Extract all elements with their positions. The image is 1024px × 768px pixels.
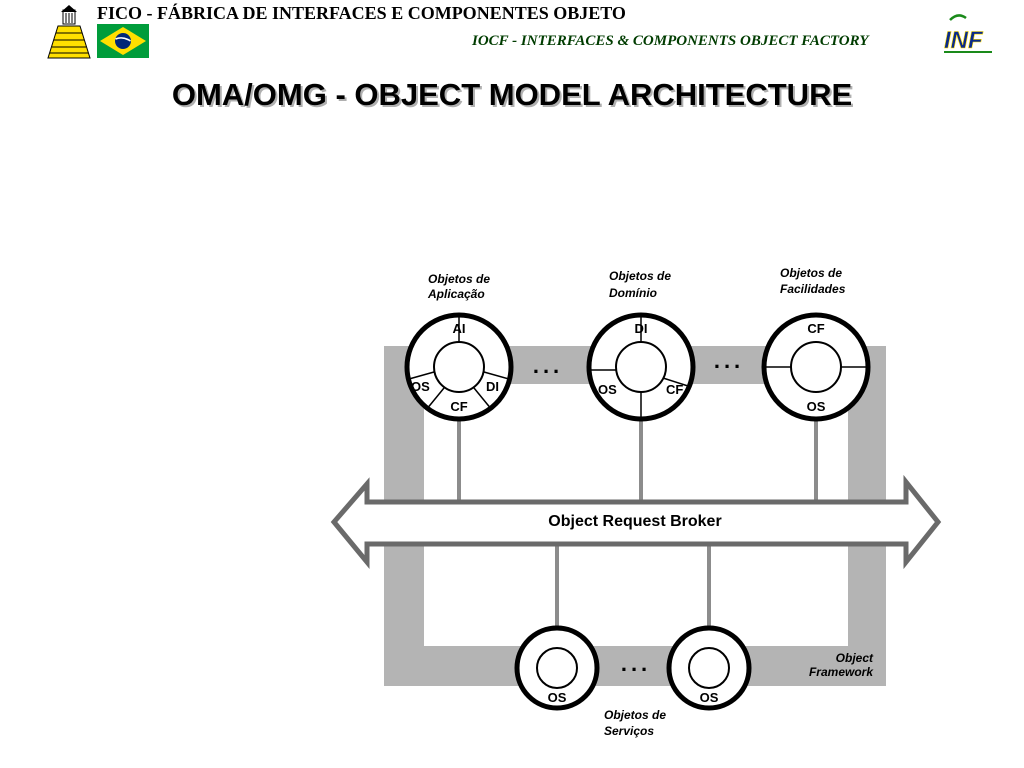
service-objects-caption: Serviços [604,724,654,738]
segment-label-os: OS [807,399,826,414]
ellipsis-top-right: ... [714,348,744,373]
inf-logo-text: INF [944,27,984,54]
orb-label: Object Request Broker [548,513,721,530]
segment-label-os: OS [598,382,617,397]
orb-arrow [330,474,942,570]
domain-objects-node: DI OS CF [586,312,696,422]
header-subtitle: IOCF - INTERFACES & COMPONENTS OBJECT FA… [472,33,869,49]
inf-logo: INF [944,14,992,54]
application-objects-caption: Aplicação [427,287,485,301]
facility-objects-node: CF OS [761,312,871,422]
object-framework-label: Object [836,651,874,665]
segment-label-os: OS [548,690,567,705]
segment-label-cf: CF [450,399,467,414]
segment-label-cf: CF [666,382,683,397]
pyramid-logo [47,5,91,59]
service-object-node: OS [666,625,752,711]
application-objects-caption: Objetos de [428,272,490,286]
segment-label-di: DI [635,321,648,336]
ellipsis-bottom: ... [621,651,651,676]
segment-label-di: DI [486,379,499,394]
domain-objects-caption: Objetos de [609,269,671,283]
segment-label-os: OS [411,379,430,394]
header-title: FICO - FÁBRICA DE INTERFACES E COMPONENT… [97,3,626,23]
object-framework-label: Framework [809,665,874,679]
segment-label-cf: CF [807,321,824,336]
segment-label-ai: AI [453,321,466,336]
brazil-flag-icon [97,24,149,58]
ellipsis-top-left: ... [533,353,563,378]
facility-objects-caption: Objetos de [780,266,842,280]
application-objects-node: AI OS DI CF [404,312,514,422]
segment-label-os: OS [700,690,719,705]
page-title: OMA/OMG - OBJECT MODEL ARCHITECTURE [171,77,853,112]
facility-objects-caption: Facilidades [780,282,846,296]
domain-objects-caption: Domínio [609,286,657,300]
service-objects-caption: Objetos de [604,708,666,722]
service-object-node: OS [514,625,600,711]
